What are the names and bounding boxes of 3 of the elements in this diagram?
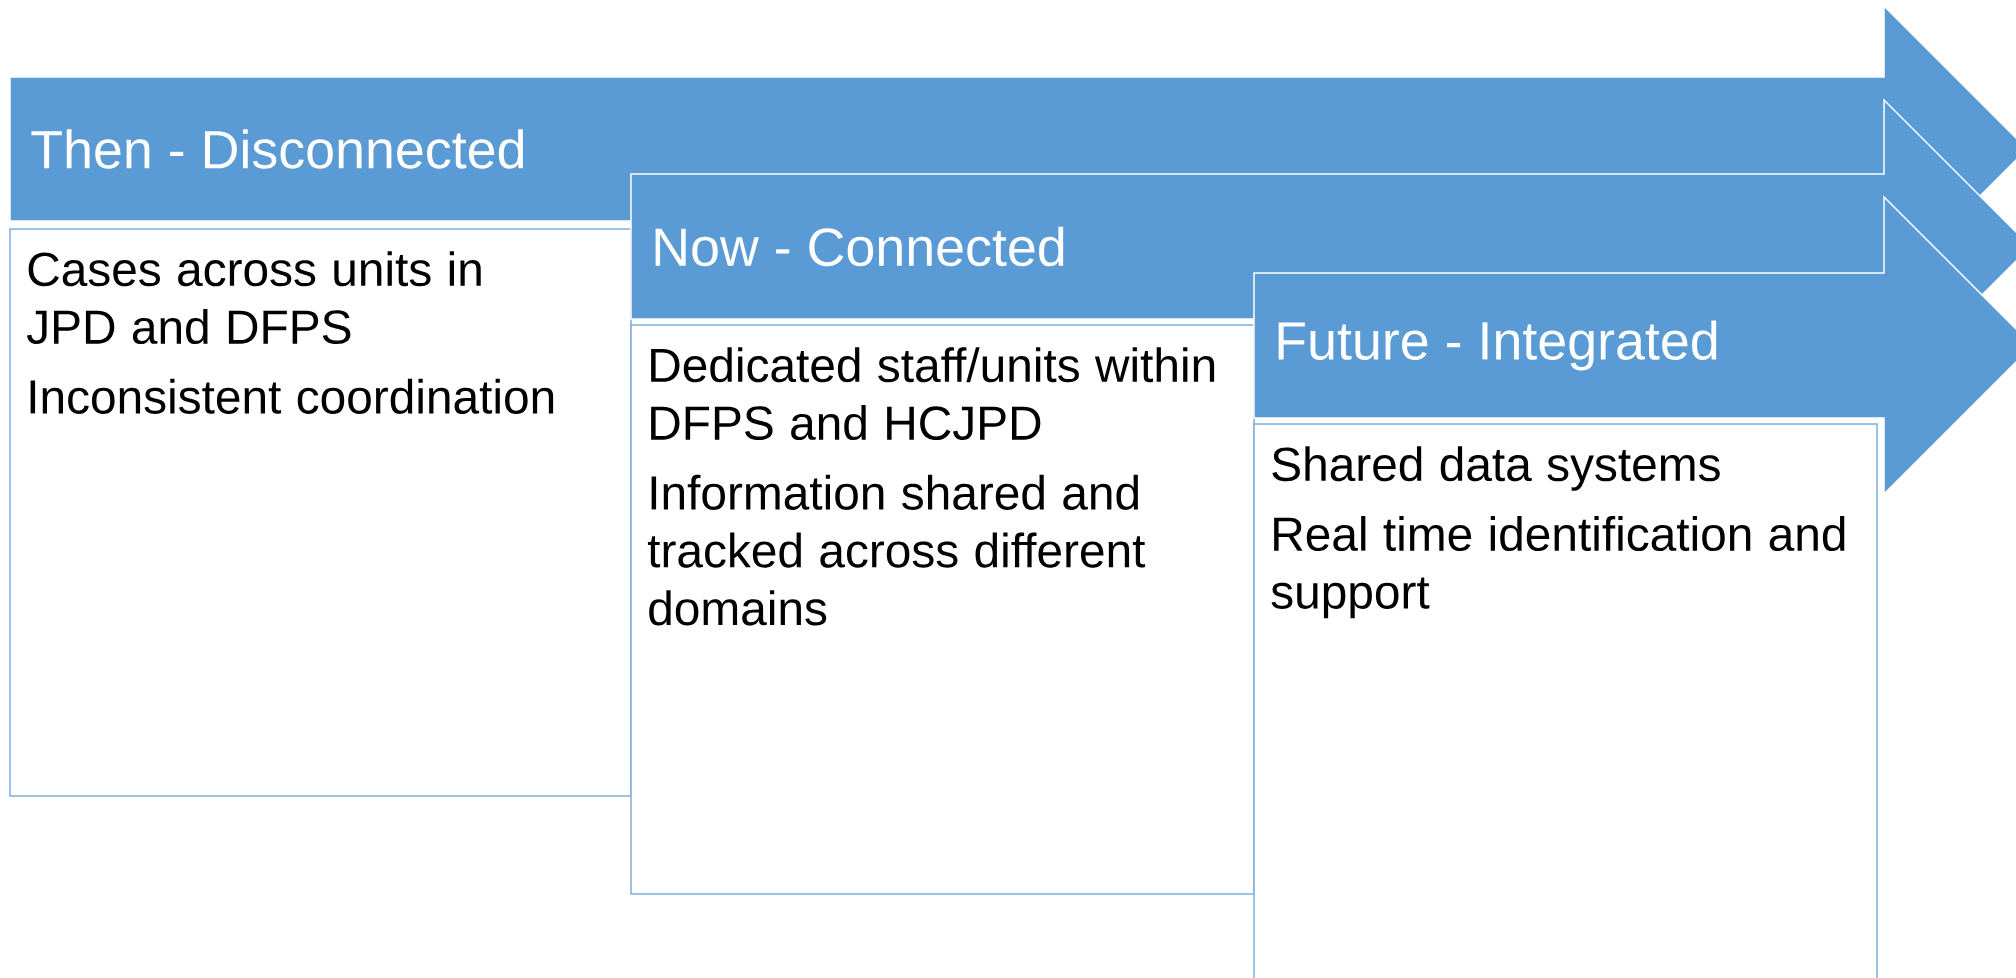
text-box: Dedicated staff/units within DFPS and HCJPD Information shared and tracked across different domains xyxy=(630,324,1255,895)
text-box: Shared data systems Real time identification and support xyxy=(1253,423,1878,978)
text-box: Cases across units in JPD and DFPS Inconsistent coordination xyxy=(9,228,632,797)
